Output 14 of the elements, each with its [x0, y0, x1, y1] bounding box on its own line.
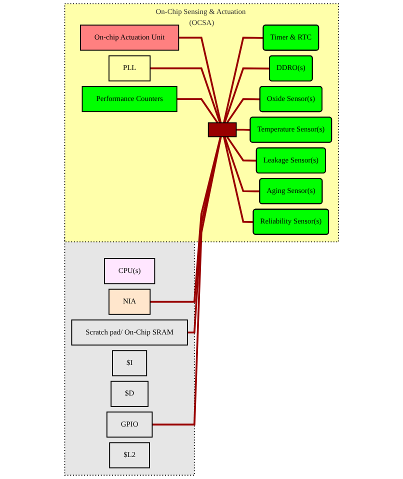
node-bar	[208, 122, 237, 138]
connector	[224, 136, 260, 192]
connector	[222, 136, 254, 223]
connector	[187, 136, 222, 334]
connector	[224, 67, 270, 124]
connector	[222, 36, 264, 123]
connector	[226, 98, 260, 124]
connector	[226, 136, 256, 162]
connector	[152, 136, 222, 426]
connector	[176, 98, 218, 124]
connector	[236, 128, 250, 131]
connector	[178, 36, 222, 123]
connector	[150, 67, 221, 124]
connector	[150, 136, 222, 303]
